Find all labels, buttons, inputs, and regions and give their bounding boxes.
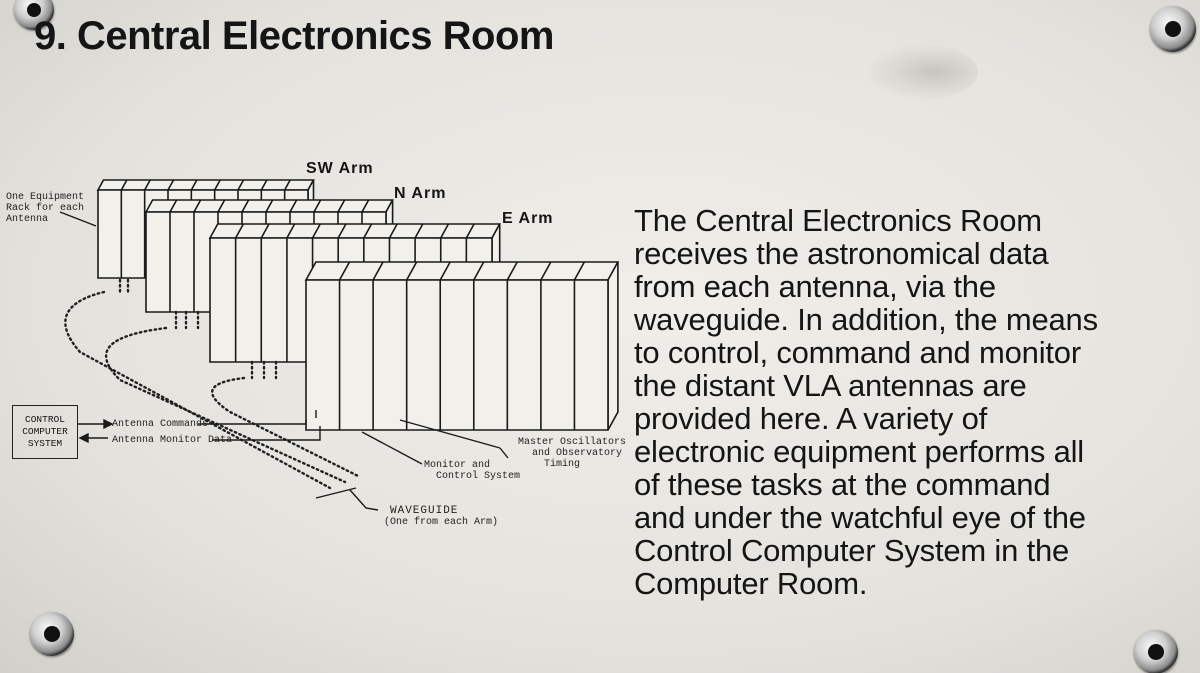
waveguide-label: WAVEGUIDE (One from each Arm) <box>384 506 498 528</box>
control-computer-system-box: CONTROL COMPUTER SYSTEM <box>12 405 78 459</box>
description-line: and under the watchful eye of the <box>634 501 1190 534</box>
description-line: from each antenna, via the <box>634 270 1190 303</box>
screw-icon <box>30 612 74 656</box>
description-line: The Central Electronics Room <box>634 204 1190 237</box>
description-line: electronic equipment performs all <box>634 435 1190 468</box>
description-line: the distant VLA antennas are <box>634 369 1190 402</box>
description-line: waveguide. In addition, the means <box>634 303 1190 336</box>
description-line: of these tasks at the command <box>634 468 1190 501</box>
description-line: to control, command and monitor <box>634 336 1190 369</box>
arm-label-n: N Arm <box>394 185 446 203</box>
arm-label-sw: SW Arm <box>306 160 374 178</box>
antenna-commands-label: Antenna Commands <box>112 419 208 430</box>
rack-row-front <box>306 262 618 430</box>
screw-icon <box>1150 6 1196 52</box>
description-text: The Central Electronics Room receives th… <box>634 204 1190 600</box>
rack-label: One Equipment Rack for each Antenna <box>6 192 84 225</box>
description-line: provided here. A variety of <box>634 402 1190 435</box>
description-line: Computer Room. <box>634 567 1190 600</box>
antenna-monitor-data-label: Antenna Monitor Data <box>112 435 232 446</box>
monitor-control-label: Monitor and Control System <box>424 460 520 482</box>
master-oscillators-label: Master Oscillators and Observatory Timin… <box>518 437 626 470</box>
screw-icon <box>1134 630 1178 673</box>
equipment-rack-diagram <box>0 0 630 560</box>
smudge-mark <box>868 44 978 100</box>
description-line: Control Computer System in the <box>634 534 1190 567</box>
description-line: receives the astronomical data <box>634 237 1190 270</box>
arm-label-e: E Arm <box>502 210 554 228</box>
